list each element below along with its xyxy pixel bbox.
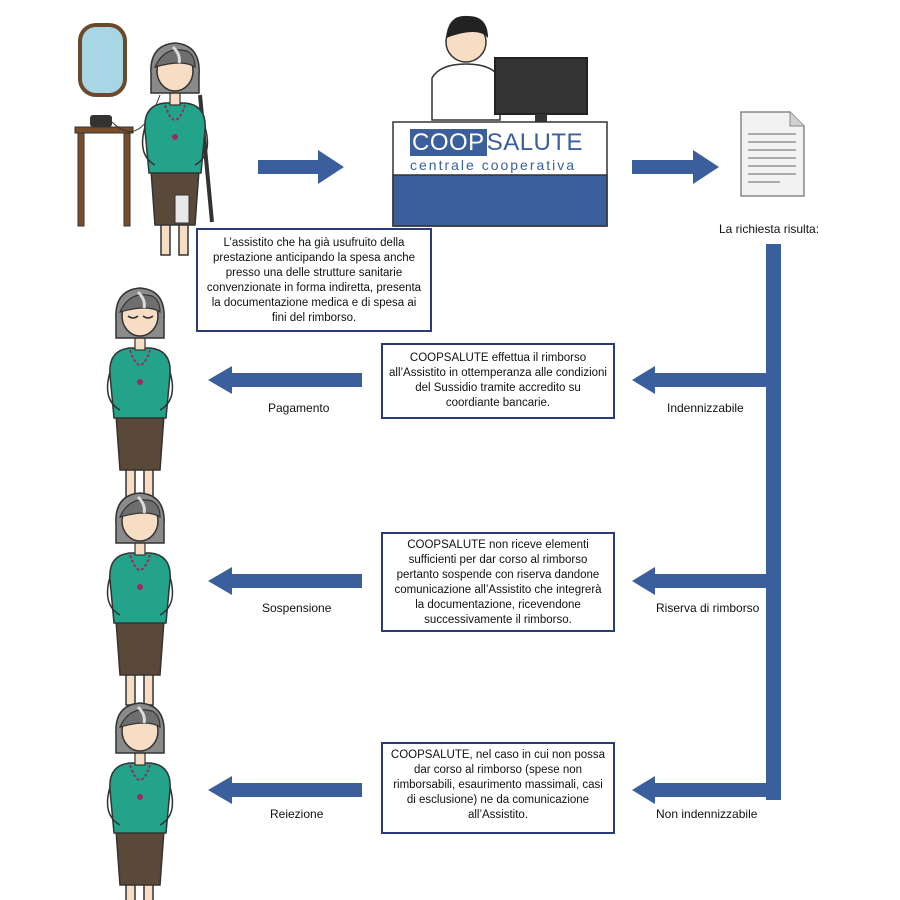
outcome-box-sospensione: COOPSALUTE non riceve elementi sufficien… <box>381 532 615 632</box>
outcome-box-pagamento: COOPSALUTE effettua il rimborso all’Assi… <box>381 343 615 419</box>
outcome-box-reiezione: COOPSALUTE, nel caso in cui non possa da… <box>381 742 615 834</box>
decision-trunk <box>766 244 781 800</box>
logo-coop: COOP <box>410 129 487 156</box>
logo-salute: SALUTE <box>486 129 584 156</box>
result-sospensione: Sospensione <box>262 601 332 615</box>
operator-illustration <box>431 15 588 122</box>
document-icon <box>740 111 805 197</box>
arrow-riserva <box>632 567 768 595</box>
result-reiezione: Reiezione <box>270 807 324 821</box>
branch-arrows <box>632 366 781 804</box>
woman-sospensione <box>106 491 174 707</box>
coopsalute-logo: COOPSALUTE <box>410 129 583 157</box>
caller-woman-illustration <box>74 23 214 257</box>
intro-box: L’assistito che ha già usufruito della p… <box>196 228 432 332</box>
flow-arrows-top <box>258 150 719 184</box>
arrow-indennizzabile <box>632 366 768 394</box>
result-label: La richiesta risulta: <box>719 222 820 236</box>
result-arrows <box>208 366 362 804</box>
woman-pagamento <box>106 286 174 502</box>
status-riserva: Riserva di rimborso <box>656 601 760 615</box>
woman-reiezione <box>106 701 174 900</box>
status-indennizzabile: Indennizzabile <box>667 401 744 415</box>
status-non-indennizzabile: Non indennizzabile <box>656 807 758 821</box>
arrow-non-indennizzabile <box>632 776 781 804</box>
result-pagamento: Pagamento <box>268 401 330 415</box>
logo-subtitle: centrale cooperativa <box>410 157 577 173</box>
